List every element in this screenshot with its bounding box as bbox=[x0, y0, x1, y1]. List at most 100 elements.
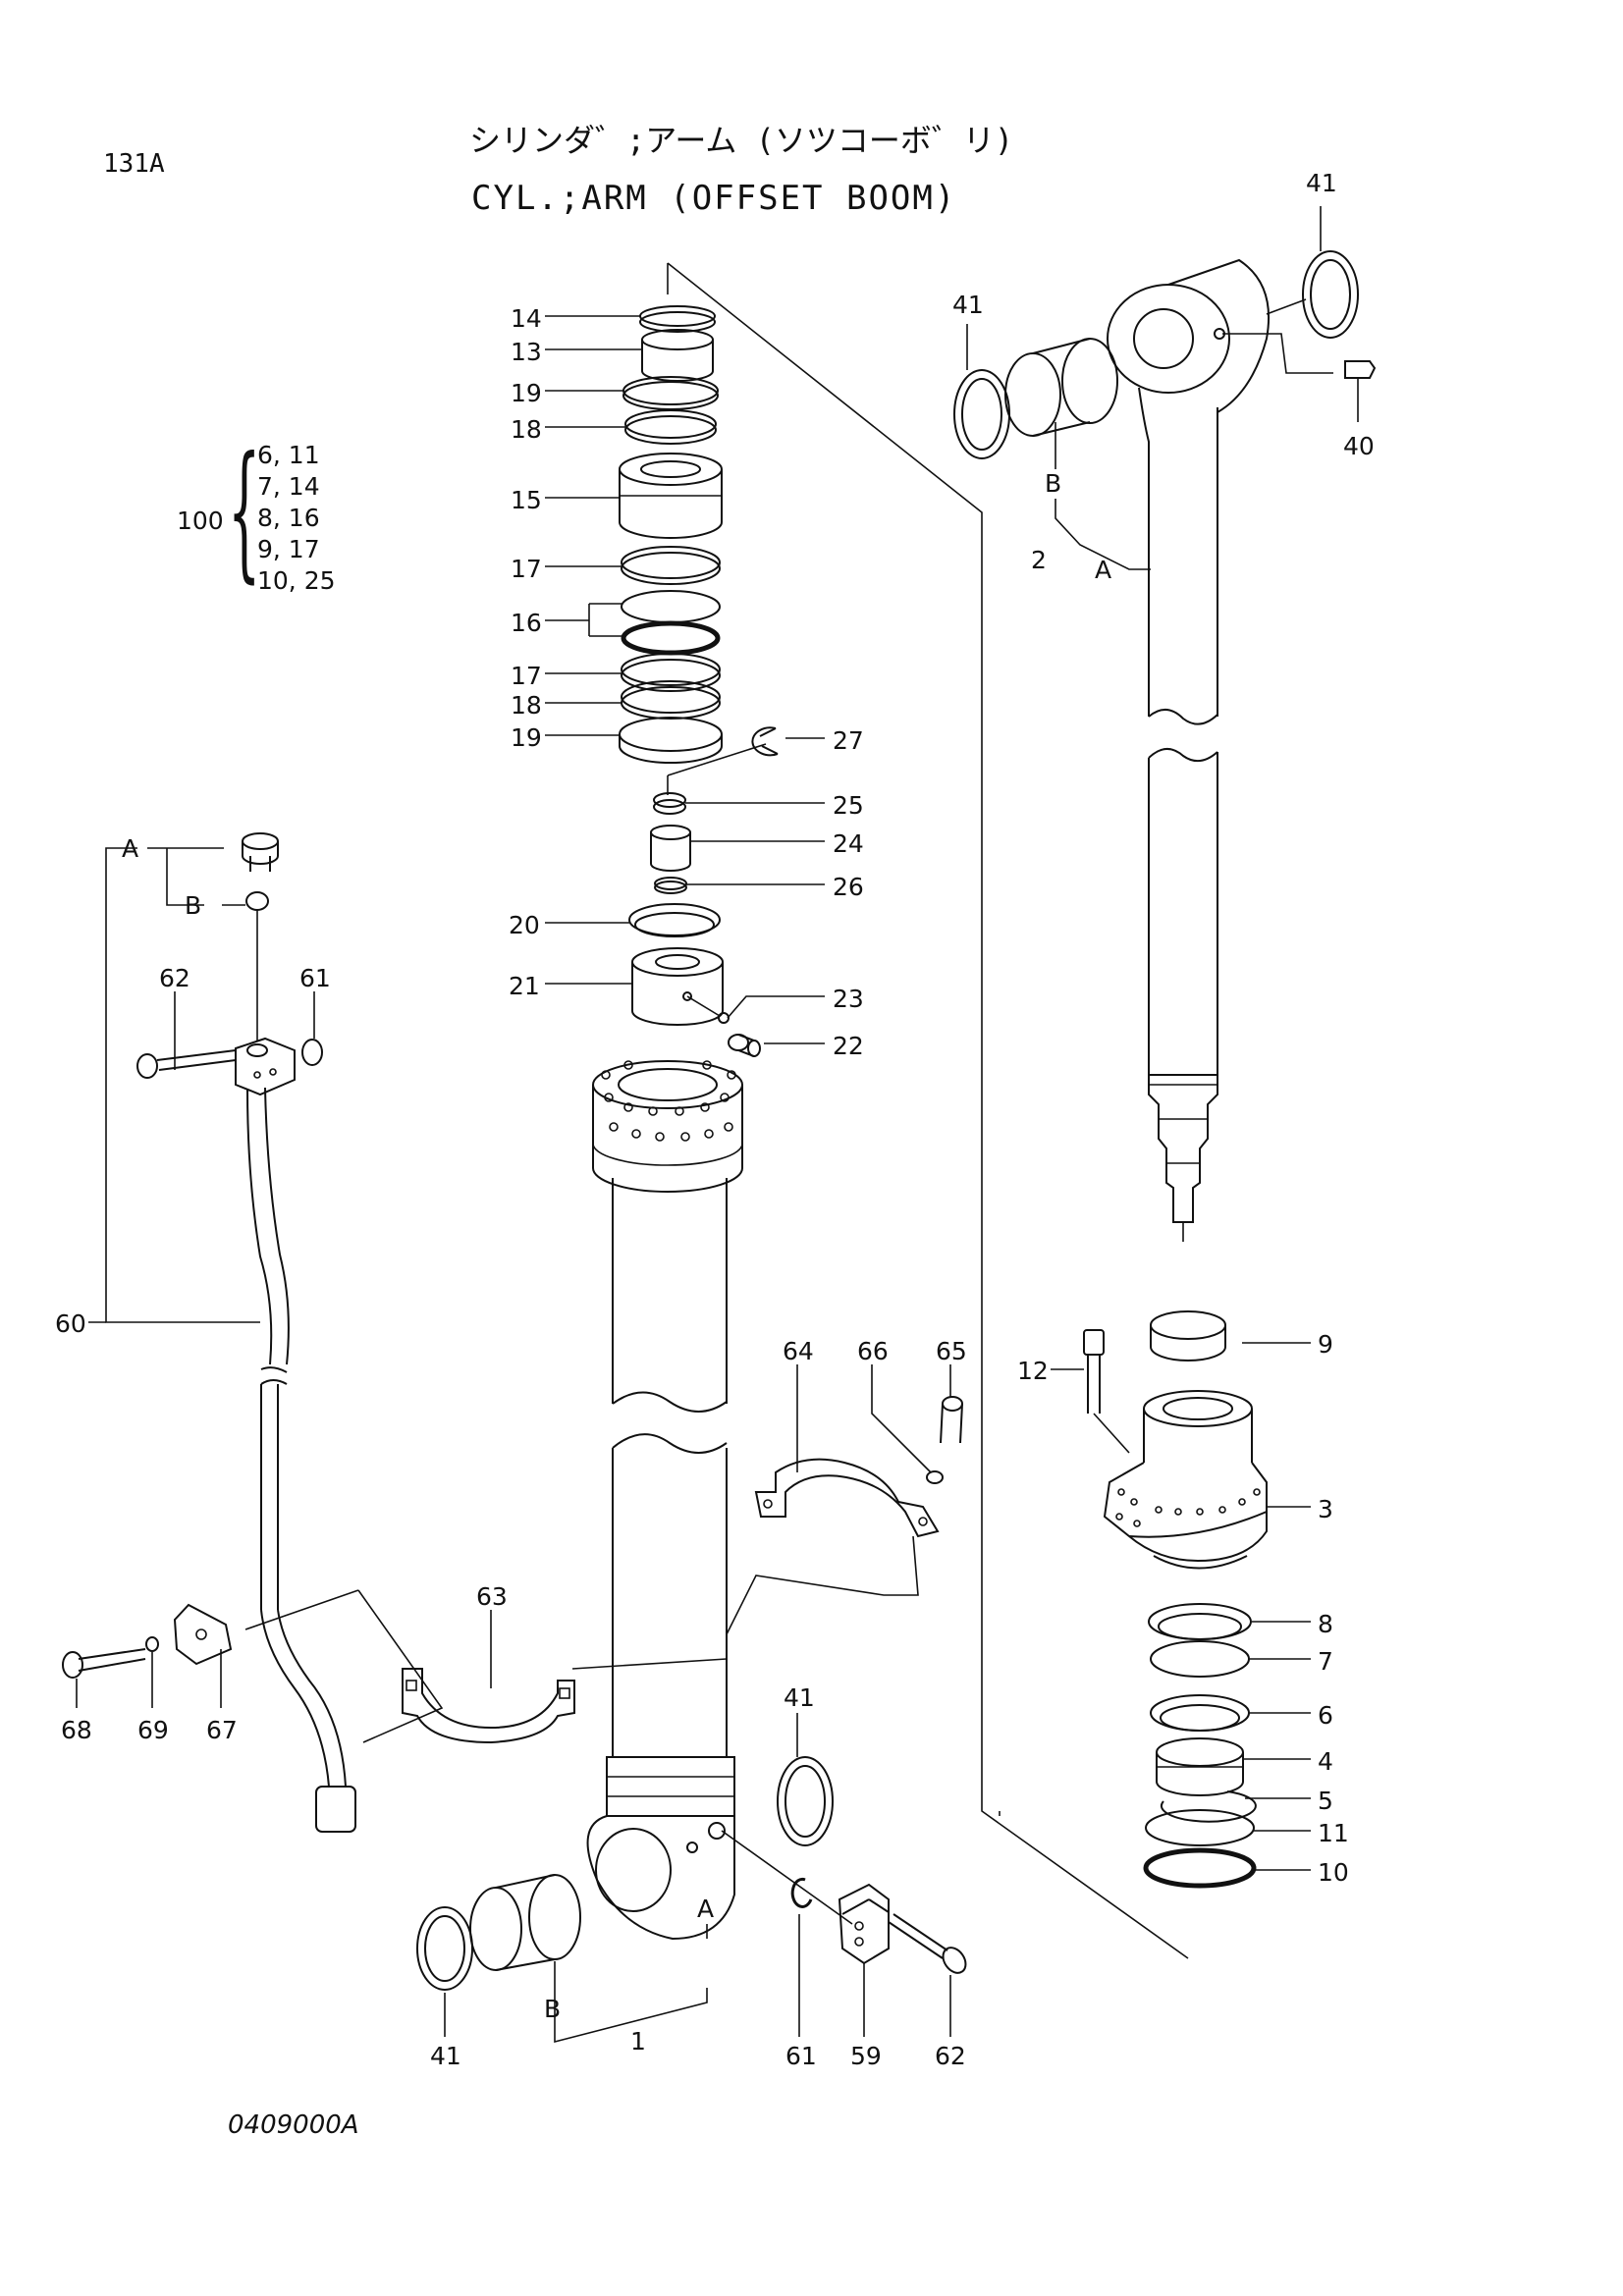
part-2-piston-rod bbox=[1107, 258, 1271, 1242]
part-69-washer bbox=[145, 1636, 159, 1652]
callout-B: B bbox=[544, 1995, 562, 2023]
callout-66: 66 bbox=[857, 1337, 889, 1365]
callout-27: 27 bbox=[833, 726, 864, 755]
part-59-block bbox=[838, 1883, 890, 1965]
callout-17: 17 bbox=[511, 662, 542, 690]
part-17-ring-upper bbox=[621, 546, 721, 585]
flange-bolt-holes bbox=[601, 1060, 736, 1142]
part-24-nut bbox=[650, 825, 691, 872]
callout-41: 41 bbox=[430, 2042, 461, 2070]
part-65-bolt bbox=[940, 1396, 963, 1444]
part-9-ring bbox=[1150, 1310, 1226, 1362]
callout-69: 69 bbox=[137, 1716, 169, 1744]
callout-61: 61 bbox=[785, 2042, 817, 2070]
callout-B: B bbox=[185, 891, 202, 920]
guide-line-right-boundary bbox=[667, 262, 1189, 1959]
callout-1: 1 bbox=[630, 2027, 646, 2056]
callout-60: 60 bbox=[55, 1309, 86, 1338]
leader-lines bbox=[76, 206, 1359, 2044]
callout-64: 64 bbox=[783, 1337, 814, 1365]
part-16-seal bbox=[621, 590, 721, 656]
callout-18: 18 bbox=[511, 415, 542, 444]
part-25-ring bbox=[653, 792, 686, 815]
callout-A: A bbox=[1095, 556, 1112, 584]
callout-20: 20 bbox=[509, 911, 540, 939]
kit-number: 100 bbox=[177, 507, 224, 535]
document-code: 0409000A bbox=[228, 2110, 359, 2140]
part-41-seal-top-left bbox=[953, 369, 1010, 459]
head-bolt-holes bbox=[1115, 1488, 1261, 1527]
callout-17: 17 bbox=[511, 555, 542, 583]
part-B-oring-left bbox=[245, 891, 269, 1041]
part-66-washer bbox=[926, 1470, 944, 1484]
page-id: 131A bbox=[103, 149, 165, 179]
part-4-bushing bbox=[1156, 1737, 1244, 1796]
callout-13: 13 bbox=[511, 338, 542, 366]
callout-62: 62 bbox=[159, 964, 190, 992]
callout-41: 41 bbox=[784, 1683, 815, 1712]
kit-brace: { bbox=[228, 426, 261, 597]
callout-65: 65 bbox=[936, 1337, 967, 1365]
callout-18: 18 bbox=[511, 691, 542, 720]
part-1-cylinder-tube bbox=[586, 1060, 743, 1941]
part-40-grease-fitting bbox=[1222, 333, 1377, 379]
callout-63: 63 bbox=[476, 1582, 508, 1611]
callout-41: 41 bbox=[1306, 169, 1337, 197]
callout-10: 10 bbox=[1318, 1858, 1349, 1887]
callout-A: A bbox=[697, 1895, 715, 1923]
callout-25: 25 bbox=[833, 791, 864, 820]
callout-14: 14 bbox=[511, 304, 542, 333]
part-27-snap-ring bbox=[667, 726, 779, 795]
callout-26: 26 bbox=[833, 873, 864, 901]
callout-16: 16 bbox=[511, 609, 542, 637]
kit-items: 6, 11 7, 14 8, 16 9, 17 10, 25 bbox=[257, 440, 336, 597]
callout-40: 40 bbox=[1343, 432, 1375, 460]
callout-3: 3 bbox=[1318, 1495, 1333, 1523]
title-japanese: シリンダ゛;アーム (ソツコーボ゛リ) bbox=[469, 122, 1014, 159]
callout-9: 9 bbox=[1318, 1330, 1333, 1359]
callout-8: 8 bbox=[1318, 1610, 1333, 1638]
assembly-guide-lines bbox=[667, 262, 1189, 1959]
callout-B: B bbox=[1045, 469, 1062, 498]
kit-item: 9, 17 bbox=[257, 535, 320, 563]
part-13-bushing bbox=[641, 329, 714, 382]
callout-67: 67 bbox=[206, 1716, 238, 1744]
title-english: CYL.;ARM (OFFSET BOOM) bbox=[471, 179, 957, 218]
callout-68: 68 bbox=[61, 1716, 92, 1744]
callout-4: 4 bbox=[1318, 1747, 1333, 1776]
callout-5: 5 bbox=[1318, 1787, 1333, 1815]
part-22-plug bbox=[728, 1034, 761, 1057]
callout-12: 12 bbox=[1017, 1357, 1049, 1385]
part-6-seal bbox=[1150, 1694, 1250, 1732]
part-67-bracket bbox=[173, 1603, 233, 1666]
callout-61: 61 bbox=[299, 964, 331, 992]
part-64-clamp bbox=[726, 1458, 940, 1635]
part-41-seal-mid bbox=[777, 1756, 834, 1846]
kit-item: 8, 16 bbox=[257, 504, 320, 532]
part-21-piston bbox=[631, 947, 724, 1026]
part-12-bolt bbox=[1083, 1329, 1130, 1454]
part-3-cylinder-head bbox=[1103, 1390, 1268, 1570]
part-8-ring bbox=[1148, 1603, 1252, 1640]
part-41-seal-top-right bbox=[1266, 250, 1359, 339]
part-10-oring bbox=[1143, 1847, 1257, 1889]
part-68-bolt bbox=[62, 1648, 146, 1679]
callout-24: 24 bbox=[833, 829, 864, 858]
part-61-oring-bottom bbox=[721, 1830, 853, 1925]
callout-41: 41 bbox=[952, 291, 984, 319]
callout-21: 21 bbox=[509, 972, 540, 1000]
part-7-ring bbox=[1150, 1640, 1250, 1678]
kit-item: 6, 11 bbox=[257, 441, 320, 469]
part-11-ring bbox=[1145, 1809, 1255, 1846]
callout-6: 6 bbox=[1318, 1701, 1333, 1730]
callout-23: 23 bbox=[833, 985, 864, 1013]
part-B-bushing-bottom bbox=[469, 1874, 581, 1971]
callout-19: 19 bbox=[511, 723, 542, 752]
callout-11: 11 bbox=[1318, 1819, 1349, 1847]
part-A-plug-left bbox=[242, 832, 279, 872]
callout-A: A bbox=[122, 834, 139, 863]
callout-7: 7 bbox=[1318, 1647, 1333, 1676]
part-60-hose bbox=[246, 1087, 356, 1833]
part-63-clamp bbox=[244, 1589, 728, 1744]
